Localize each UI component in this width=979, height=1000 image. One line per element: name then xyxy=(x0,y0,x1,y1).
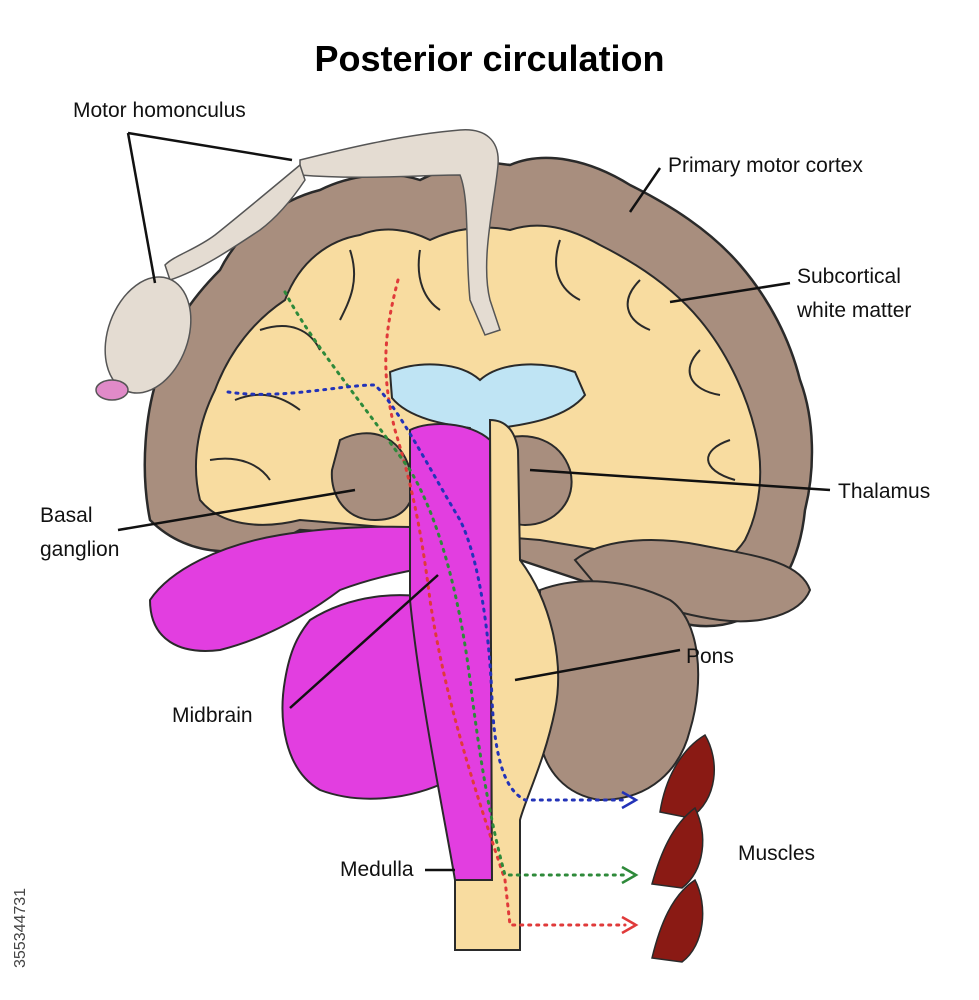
sulci xyxy=(209,239,736,481)
label-subcortical-line2: white matter xyxy=(797,299,912,322)
label-medulla: Medulla xyxy=(340,858,414,881)
brainstem xyxy=(454,418,560,951)
arrow-green xyxy=(621,865,639,885)
label-motor-homonculus: Motor homonculus xyxy=(73,99,246,122)
watermark-id: 355344731 xyxy=(12,887,29,968)
label-thalamus: Thalamus xyxy=(838,480,931,503)
tract-green xyxy=(283,290,627,877)
tract-blue xyxy=(226,383,627,802)
label-basal-line2: ganglion xyxy=(40,538,120,561)
basal-ganglion xyxy=(330,432,415,522)
label-pons: Pons xyxy=(686,645,734,668)
left-cerebellum-highlight xyxy=(281,594,452,800)
muscles-figure xyxy=(651,733,715,963)
leader-lines xyxy=(117,131,831,872)
label-primary-motor-cortex: Primary motor cortex xyxy=(668,154,863,177)
label-basal-line1: Basal xyxy=(40,504,93,527)
label-midbrain: Midbrain xyxy=(172,704,253,727)
tract-red xyxy=(384,278,627,927)
midbrain-highlight xyxy=(409,423,494,881)
diagram-title: Posterior circulation xyxy=(314,38,665,79)
arrow-red xyxy=(621,915,639,935)
motor-homonculus-figure xyxy=(95,129,501,401)
label-subcortical-line1: Subcortical xyxy=(797,265,901,288)
arrow-blue xyxy=(621,790,639,810)
label-muscles: Muscles xyxy=(738,842,816,865)
right-cerebellum xyxy=(539,580,700,802)
